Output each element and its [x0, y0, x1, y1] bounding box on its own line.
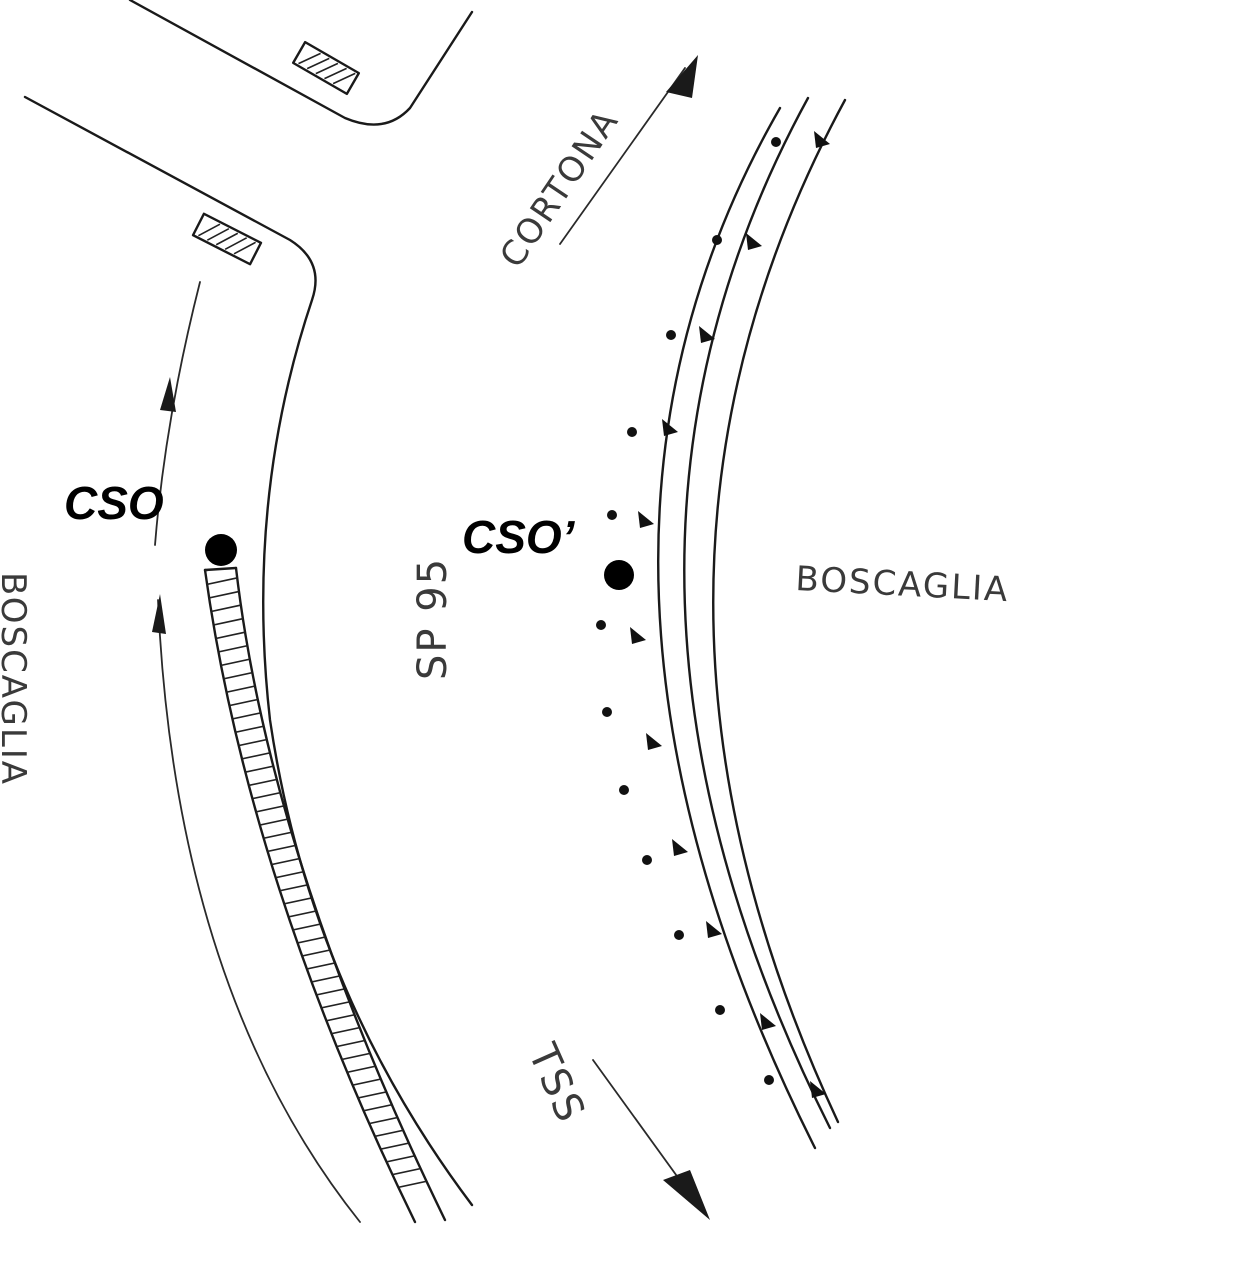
cso-prime-point-marker: [604, 560, 634, 590]
ditch-tick: [638, 511, 654, 528]
hatch-line: [205, 723, 445, 785]
cso-prime-label: CSO’: [462, 511, 576, 563]
hatch-line: [205, 919, 445, 981]
hatch-line: [205, 891, 445, 953]
hatch-line: [205, 835, 445, 897]
hatch-line: [205, 1073, 445, 1135]
hatch-line: [205, 877, 445, 939]
ditch-tick: [814, 131, 830, 148]
hatch-line: [205, 765, 445, 827]
flow-arrow-north: [154, 281, 201, 546]
tss-direction-label: TSS: [518, 1036, 593, 1130]
ditch-dot: [627, 427, 637, 437]
hatch-line: [205, 568, 445, 589]
hatch-line: [205, 779, 445, 841]
ditch-tick: [630, 627, 646, 644]
hatch-line: [205, 849, 445, 911]
hatch-line: [205, 1059, 445, 1121]
cso-label: CSO: [64, 477, 164, 529]
ditch-dot: [602, 707, 612, 717]
cso-point-marker: [205, 534, 237, 566]
ditch-dot: [666, 330, 676, 340]
boscaglia-left-label: BOSCAGLIA: [0, 572, 33, 786]
ditch-dot: [642, 855, 652, 865]
ditch-dot: [674, 930, 684, 940]
ditch-tick: [746, 233, 762, 250]
hatch-line: [205, 989, 445, 1051]
ditch-markers: [596, 131, 830, 1098]
hatch-line: [205, 1101, 445, 1163]
hatch-line: [205, 947, 445, 1009]
ditch-tick: [646, 733, 662, 750]
building-edge-upper: [128, 0, 474, 126]
hatch-line: [205, 905, 445, 967]
ditch-tick: [760, 1013, 776, 1030]
road-edge-inner-right: [712, 98, 847, 1124]
hatch-line: [205, 1003, 445, 1065]
hatch-line: [205, 1143, 445, 1205]
ditch-dot: [607, 510, 617, 520]
direction-arrow-cortona: [559, 55, 698, 245]
hatch-line: [205, 1031, 445, 1093]
ditch-dot: [715, 1005, 725, 1015]
hatch-line: [205, 807, 445, 869]
ditch-dot: [771, 137, 781, 147]
hatch-line: [205, 751, 445, 813]
flow-arrow-south: [152, 594, 361, 1223]
ditch-tick: [672, 839, 688, 856]
hatched-block-lower: [191, 212, 263, 266]
hatch-line: [205, 863, 445, 925]
road-edge-middle-right: [683, 96, 832, 1130]
ditch-dot: [619, 785, 629, 795]
ditch-dot: [596, 620, 606, 630]
cortona-direction-label: CORTONA: [492, 102, 627, 275]
hatch-line: [205, 793, 445, 855]
direction-arrow-tss: [592, 1059, 710, 1220]
ditch-tick: [699, 326, 715, 343]
hatch-line: [205, 1045, 445, 1107]
hatch-line: [205, 1157, 445, 1219]
ditch-tick: [706, 921, 722, 938]
building-edge-lower: [23, 95, 474, 1207]
hatch-line: [205, 1115, 445, 1177]
ditch-tick: [810, 1081, 826, 1098]
road-edge-outer-right: [657, 106, 817, 1150]
sp95-road-label: SP 95: [410, 557, 456, 680]
boscaglia-right-label: BOSCAGLIA: [795, 559, 1011, 610]
hatch-line: [205, 737, 445, 799]
ditch-tick: [662, 419, 678, 436]
hatch-line: [205, 933, 445, 995]
ditch-dot: [764, 1075, 774, 1085]
ditch-dot: [712, 235, 722, 245]
hatched-block-upper: [291, 40, 361, 96]
hatch-line: [205, 821, 445, 883]
hatch-line: [205, 1087, 445, 1149]
